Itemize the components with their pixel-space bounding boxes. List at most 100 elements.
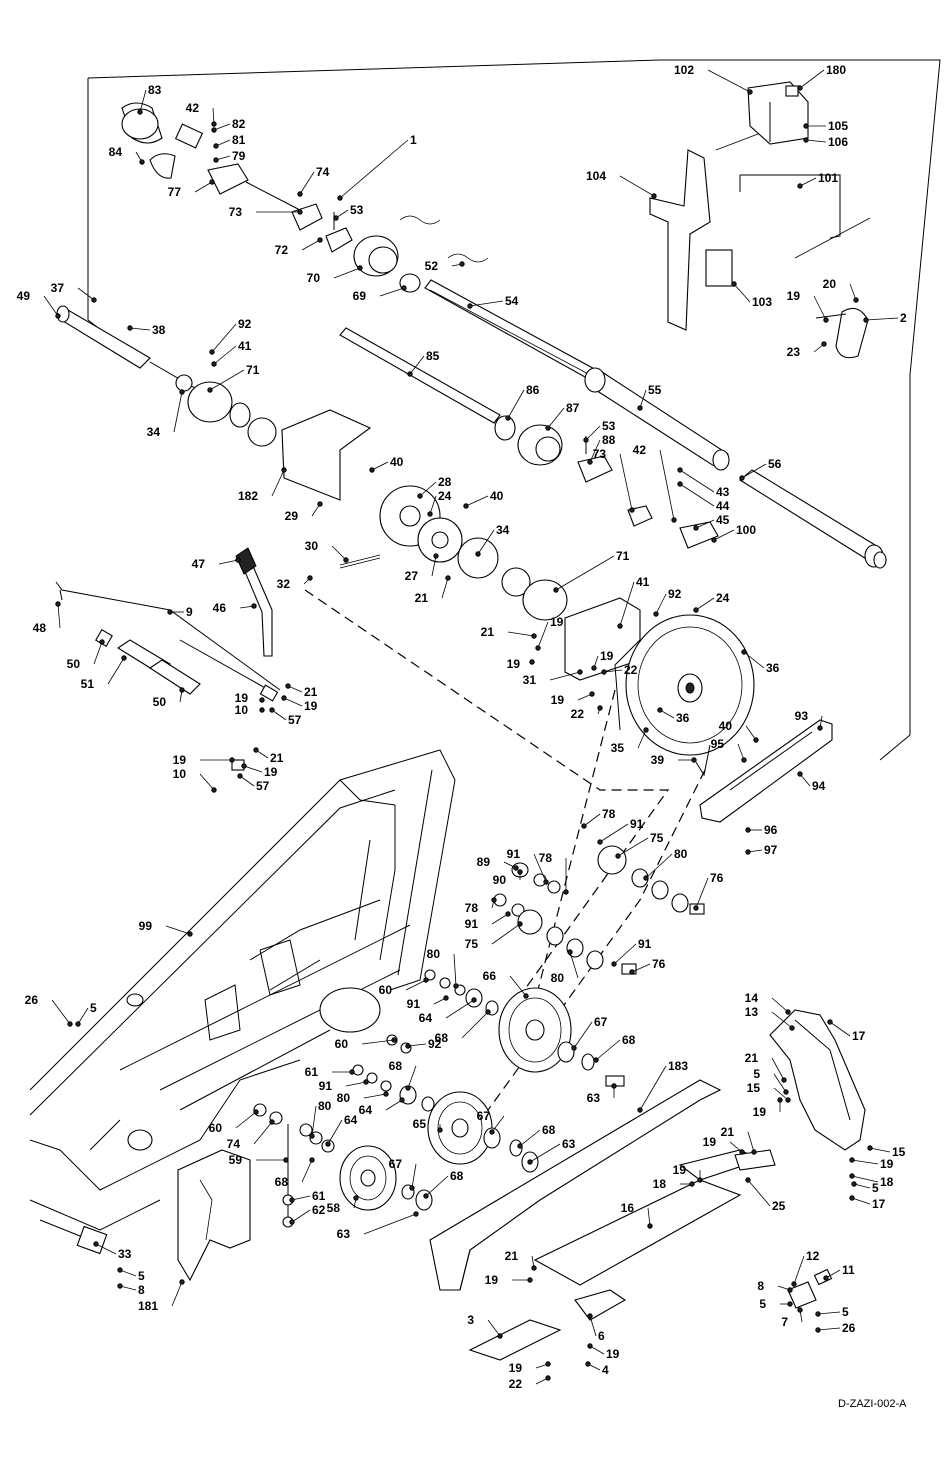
callout-leader: [311, 1105, 317, 1137]
callout-label-84: 84: [109, 145, 123, 159]
callout-leader: [425, 1175, 449, 1197]
callout-target-point: [853, 297, 859, 303]
callout-label-73: 73: [229, 205, 243, 219]
callout-label-90: 90: [493, 873, 507, 887]
callout-target-point: [629, 507, 635, 513]
callout-leader: [829, 1021, 851, 1037]
callout-label-68: 68: [622, 1033, 636, 1047]
callout-target-point: [615, 853, 621, 859]
callout-leader: [95, 1243, 117, 1255]
callout-leader: [199, 773, 215, 791]
callout-target-point: [711, 537, 717, 543]
callout-target-point: [577, 669, 583, 675]
callout-leader: [537, 621, 549, 649]
callout-label-83: 83: [148, 83, 162, 97]
callout-leader: [243, 765, 263, 773]
callout-label-80: 80: [674, 847, 688, 861]
callout-leader: [213, 123, 231, 131]
callout-label-64: 64: [419, 1011, 433, 1025]
callout-label-41: 41: [238, 339, 252, 353]
callout-label-19: 19: [507, 657, 521, 671]
callout-target-point: [55, 601, 61, 607]
callout-target-point: [405, 1085, 411, 1091]
callout-leader: [745, 725, 757, 741]
callout-leader: [271, 709, 287, 721]
callout-target-point: [281, 695, 287, 701]
callout-leader: [171, 1281, 183, 1307]
callout-leader: [549, 671, 581, 681]
callout-label-72: 72: [275, 243, 289, 257]
callout-target-point: [427, 511, 433, 517]
callout-label-19: 19: [551, 693, 565, 707]
callout-leader: [477, 529, 495, 555]
callout-leader: [659, 449, 675, 521]
callout-target-point: [93, 1241, 99, 1247]
callout-label-40: 40: [719, 719, 733, 733]
callout-leader: [491, 923, 521, 945]
callout-label-78: 78: [539, 851, 553, 865]
callout-label-69: 69: [353, 289, 367, 303]
small-part-group-7-11-12: [787, 1268, 833, 1309]
callout-leader: [851, 1175, 879, 1183]
callout-target-point: [787, 1301, 793, 1307]
callout-leader: [617, 837, 649, 857]
callout-label-26: 26: [842, 1321, 856, 1335]
callout-leader: [695, 597, 715, 611]
callout-leader: [209, 369, 245, 391]
callout-leader: [613, 943, 637, 965]
callout-target-point: [689, 1181, 695, 1187]
callout-target-point: [127, 325, 133, 331]
callout-target-point: [309, 1133, 315, 1139]
callout-target-point: [269, 707, 275, 713]
callout-label-34: 34: [496, 523, 510, 537]
callout-target-point: [691, 757, 697, 763]
callout-target-point: [349, 1069, 355, 1075]
callout-label-106: 106: [828, 135, 848, 149]
callout-label-102: 102: [674, 63, 694, 77]
callout-target-point: [581, 823, 587, 829]
callout-leader: [639, 389, 647, 409]
callout-target-point: [91, 297, 97, 303]
callout-target-point: [629, 969, 635, 975]
callout-label-19: 19: [235, 691, 249, 705]
callout-target-point: [739, 1149, 745, 1155]
callout-leader: [585, 425, 601, 441]
callout-label-19: 19: [550, 615, 564, 629]
callout-label-80: 80: [551, 971, 565, 985]
callout-label-97: 97: [764, 843, 778, 857]
callout-leader: [741, 463, 767, 479]
callout-leader: [211, 323, 237, 353]
callout-target-point: [237, 773, 243, 779]
callout-label-99: 99: [139, 919, 153, 933]
callout-leader: [43, 295, 59, 317]
callout-label-105: 105: [828, 119, 848, 133]
callout-label-103: 103: [752, 295, 772, 309]
callout-target-point: [405, 1043, 411, 1049]
callout-target-point: [583, 437, 589, 443]
callout-leader: [507, 631, 535, 637]
callout-label-19: 19: [880, 1157, 894, 1171]
callout-target-point: [677, 481, 683, 487]
callout-target-point: [475, 551, 481, 557]
callout-label-65: 65: [413, 1117, 427, 1131]
callout-target-point: [437, 1127, 443, 1133]
callout-label-68: 68: [389, 1059, 403, 1073]
callout-target-point: [229, 757, 235, 763]
callout-target-point: [593, 1057, 599, 1063]
callout-leader: [799, 69, 825, 89]
callout-leader: [363, 1093, 387, 1099]
callout-label-27: 27: [405, 569, 419, 583]
callout-target-point: [391, 1037, 397, 1043]
callout-leader: [695, 519, 715, 529]
callout-target-point: [413, 1211, 419, 1217]
callout-target-point: [187, 931, 193, 937]
callout-leader: [333, 267, 361, 279]
callout-leader: [239, 775, 255, 787]
callout-leader: [595, 1039, 621, 1061]
callout-target-point: [643, 727, 649, 733]
callout-target-point: [563, 889, 569, 895]
callout-leader: [339, 139, 409, 199]
callout-label-74: 74: [316, 165, 330, 179]
callout-target-point: [207, 387, 213, 393]
